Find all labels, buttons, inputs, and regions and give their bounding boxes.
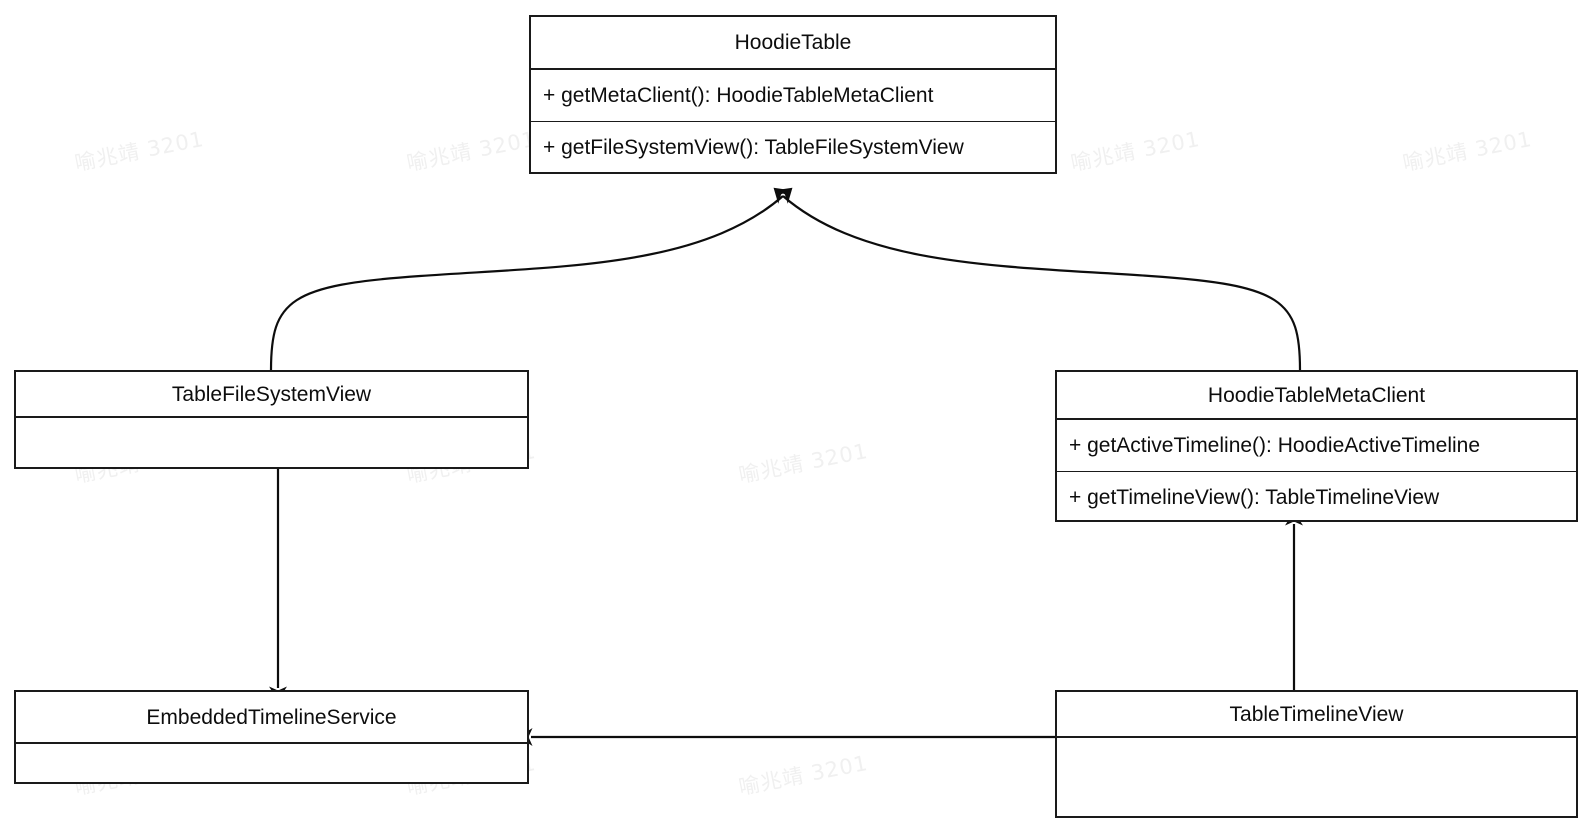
class-box-hoodie-table[interactable]: HoodieTable + getMetaClient(): HoodieTab… <box>529 15 1057 174</box>
class-name-embedded-timeline-service: EmbeddedTimelineService <box>16 692 527 744</box>
watermark-text: 喻兆靖 3201 <box>404 126 539 176</box>
class-name-hoodie-table-meta-client: HoodieTableMetaClient <box>1057 372 1576 420</box>
class-member: + getTimelineView(): TableTimelineView <box>1057 471 1576 522</box>
edge-metaclient-to-hoodietable <box>773 187 1302 371</box>
class-members-hoodie-table: + getMetaClient(): HoodieTableMetaClient… <box>531 70 1055 172</box>
class-members-table-timeline-view <box>1057 738 1576 818</box>
class-members-embedded-timeline-service <box>16 744 527 784</box>
watermark-text: 喻兆靖 3201 <box>736 750 871 800</box>
edge-fsview-to-hoodietable <box>269 187 793 371</box>
class-box-table-timeline-view[interactable]: TableTimelineView <box>1055 690 1578 818</box>
class-members-table-file-system-view <box>16 418 527 467</box>
class-name-hoodie-table: HoodieTable <box>531 17 1055 70</box>
class-member: + getMetaClient(): HoodieTableMetaClient <box>543 84 934 107</box>
class-member: + getActiveTimeline(): HoodieActiveTimel… <box>1069 434 1481 457</box>
class-members-hoodie-table-meta-client: + getActiveTimeline(): HoodieActiveTimel… <box>1057 420 1576 522</box>
watermark-text: 喻兆靖 3201 <box>736 438 871 488</box>
class-box-hoodie-table-meta-client[interactable]: HoodieTableMetaClient + getActiveTimelin… <box>1055 370 1578 522</box>
watermark-text: 喻兆靖 3201 <box>1400 126 1535 176</box>
class-box-table-file-system-view[interactable]: TableFileSystemView <box>14 370 529 469</box>
class-name-table-timeline-view: TableTimelineView <box>1057 692 1576 738</box>
watermark-text: 喻兆靖 3201 <box>72 126 207 176</box>
watermark-text: 喻兆靖 3201 <box>1068 126 1203 176</box>
class-member: + getFileSystemView(): TableFileSystemVi… <box>531 121 1055 172</box>
class-box-embedded-timeline-service[interactable]: EmbeddedTimelineService <box>14 690 529 784</box>
class-name-table-file-system-view: TableFileSystemView <box>16 372 527 418</box>
